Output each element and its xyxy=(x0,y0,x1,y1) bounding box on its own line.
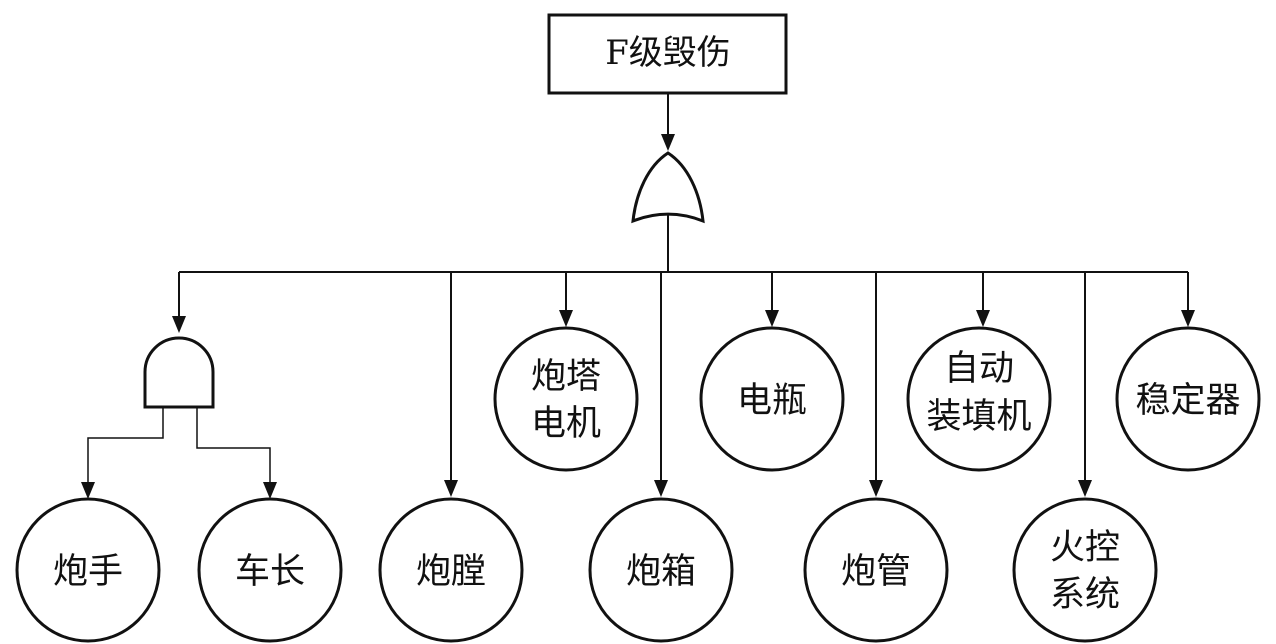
event-label: 电瓶 xyxy=(737,381,807,421)
basic-event-circle xyxy=(588,497,734,643)
basic-event-circle xyxy=(1115,326,1261,472)
and-input-2: 车长 xyxy=(197,497,343,643)
basic-event-circle xyxy=(906,326,1052,472)
event-label: 稳定器 xyxy=(1135,381,1240,421)
event-3: 炮箱 xyxy=(588,497,734,643)
connector-and-input-1 xyxy=(87,407,164,484)
and-input-1: 炮手 xyxy=(15,497,161,643)
event-label-line-1: 炮塔 xyxy=(531,357,601,397)
or-gate xyxy=(631,151,705,224)
top-event-box xyxy=(547,13,788,95)
and-gate xyxy=(143,336,215,409)
connector-and-input-2 xyxy=(196,407,271,484)
event-label-line-1: 自动 xyxy=(944,349,1014,389)
arrowhead-event-1 xyxy=(444,480,458,497)
event-4: 电瓶 xyxy=(699,326,845,472)
event-1: 炮膛 xyxy=(378,497,524,643)
event-label-line-2: 系统 xyxy=(1050,575,1120,615)
event-2: 炮塔 电机 xyxy=(493,326,639,472)
event-5: 炮管 xyxy=(803,497,949,643)
event-label: 炮膛 xyxy=(416,552,486,592)
basic-event-circle xyxy=(15,497,161,643)
top-event-label: F级毁伤 xyxy=(605,33,731,73)
event-label: 车长 xyxy=(235,552,305,592)
basic-event-circle xyxy=(378,497,524,643)
event-label-line-1: 火控 xyxy=(1050,528,1120,568)
arrowhead-event-6 xyxy=(976,310,990,327)
top-event: F级毁伤 xyxy=(547,13,788,95)
arrowhead-and-input-1 xyxy=(81,482,95,499)
arrowhead-and-input-2 xyxy=(263,482,277,499)
basic-event-circle xyxy=(197,497,343,643)
arrowhead-event-5 xyxy=(869,480,883,497)
arrowhead-and-gate xyxy=(172,316,186,333)
event-label-line-2: 电机 xyxy=(531,404,601,444)
arrowhead-event-8 xyxy=(1181,310,1195,327)
arrowhead-event-2 xyxy=(559,310,573,327)
basic-event-circle xyxy=(699,326,845,472)
arrowhead-event-4 xyxy=(765,310,779,327)
event-8: 稳定器 xyxy=(1115,326,1261,472)
event-label-line-2: 装填机 xyxy=(926,397,1031,437)
event-label: 炮手 xyxy=(53,552,123,592)
basic-event-circle xyxy=(803,497,949,643)
event-label: 炮管 xyxy=(841,552,911,592)
basic-event-circle xyxy=(493,326,639,472)
arrowhead-event-3 xyxy=(654,480,668,497)
event-label: 炮箱 xyxy=(626,552,696,592)
event-7: 火控 系统 xyxy=(1012,497,1158,643)
arrowhead-or-gate xyxy=(661,134,675,151)
event-6: 自动 装填机 xyxy=(906,326,1052,472)
basic-event-circle xyxy=(1012,497,1158,643)
arrowhead-event-7 xyxy=(1078,480,1092,497)
